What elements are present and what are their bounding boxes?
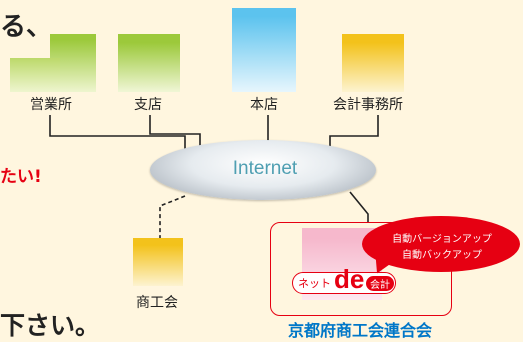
head-office-label: 本店 <box>250 97 278 113</box>
branch-store-building-icon <box>118 34 180 92</box>
chamber-building-icon <box>133 238 183 286</box>
accounting-firm-building-icon <box>342 34 404 92</box>
red-text-fragment: たい! <box>0 167 42 187</box>
line-branch-store <box>149 115 201 150</box>
branch-store-label: 支店 <box>134 97 162 113</box>
accounting-firm-label: 会計事務所 <box>333 97 403 113</box>
feature-line-2: 自動バックアップ <box>402 250 482 261</box>
head-office-building-icon <box>232 8 296 92</box>
line-accounting-firm <box>329 115 379 152</box>
top-text-fragment: る、 <box>0 12 53 42</box>
organization-name: 京都府商工会連合会 <box>287 321 432 340</box>
line-chamber <box>159 195 186 238</box>
branch-office-building-icon <box>10 34 96 92</box>
logo-net-text: ネット <box>298 277 331 290</box>
logo-de-text: de <box>334 264 365 294</box>
internet-cloud <box>150 140 376 200</box>
feature-bubble <box>362 216 520 272</box>
internet-label: Internet <box>232 158 298 179</box>
chamber-label: 商工会 <box>136 295 178 311</box>
feature-line-1: 自動バージョンアップ <box>392 234 492 245</box>
line-branch-office <box>49 115 186 155</box>
logo-kaikei-text: 会計 <box>366 276 394 291</box>
net-de-kaikei-logo: ネット de 会計 <box>292 264 400 296</box>
branch-office-label: 営業所 <box>30 97 72 113</box>
bottom-text-fragment: 下さい。 <box>0 311 101 340</box>
